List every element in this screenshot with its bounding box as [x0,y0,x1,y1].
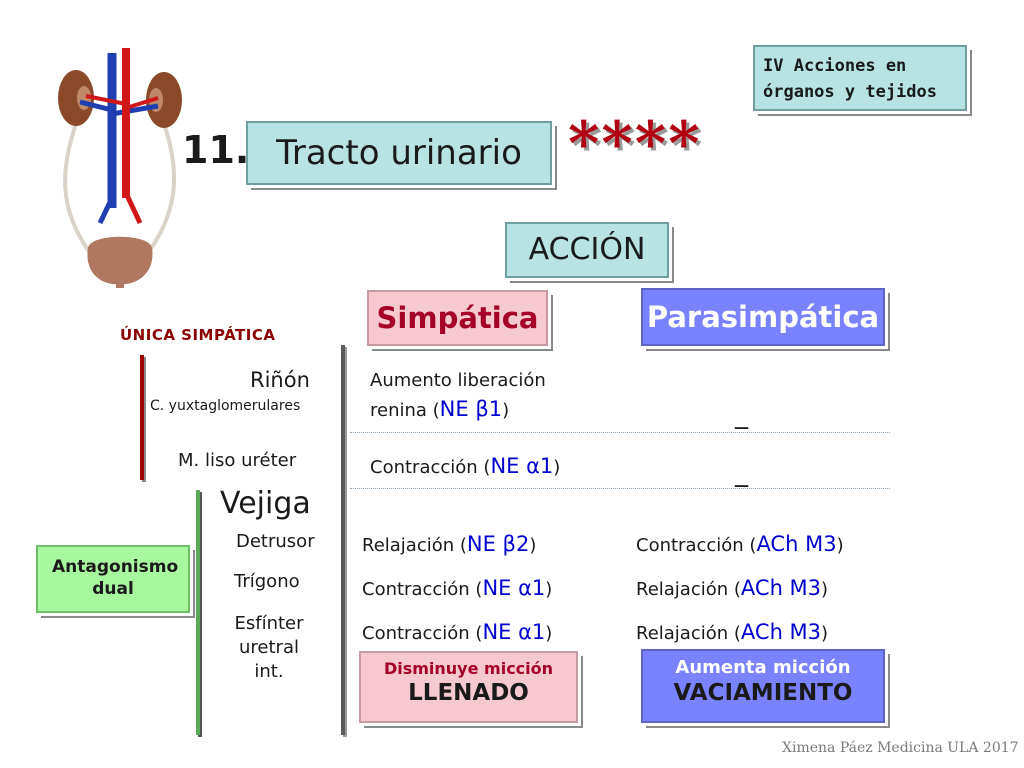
trigono-simp: Contracción (NE α1) [362,576,552,600]
para-summary-box: Aumenta micción VACIAMIENTO [641,649,885,723]
detrusor-simp-pre: Relajación ( [362,535,467,556]
detrusor-simp: Relajación (NE β2) [362,532,536,556]
simp-summary-top: Disminuye micción [383,659,554,678]
title-box: Tracto urinario [246,121,552,185]
ureter-simp-pre: Contracción ( [370,457,491,478]
credit: Ximena Páez Medicina ULA 2017 [782,740,1019,756]
row-separator [350,432,890,433]
antagonismo-label: Antagonismo dual [52,557,179,599]
parasimpatica-header-box: Parasimpática [641,288,885,346]
organ-vejiga: Vejiga [220,486,311,521]
column-divider-line [341,345,345,735]
accion-box: ACCIÓN [505,222,669,278]
trigono-simp-pre: Contracción ( [362,579,483,600]
organ-ureter: M. liso uréter [178,450,297,471]
rinon-simp-pre: renina ( [370,400,440,421]
rinon-para-dash: _ [735,400,748,430]
ureter-simp: Contracción (NE α1) [370,454,560,478]
trigono-para: Relajación (ACh M3) [636,576,828,600]
para-summary-bottom: VACIAMIENTO [673,680,853,706]
ureter-para-dash: _ [735,458,748,488]
ureter-simp-post: ) [553,457,561,478]
simpatica-header-box: Simpática [367,290,548,346]
detrusor-simp-ne: NE β2 [466,532,530,556]
trigono-simp-ne: NE α1 [482,576,546,600]
esfinter-simp: Contracción (NE α1) [362,620,552,644]
section-number: 11. [182,128,250,172]
trigono-simp-post: ) [545,579,553,600]
parasimpatica-header: Parasimpática [646,300,880,334]
trigono-para-post: ) [821,579,829,600]
section-label-box: IV Acciones en órganos y tejidos [753,45,967,111]
unica-simpatica-label: ÚNICA SIMPÁTICA [120,326,276,344]
simp-summary-box: Disminuye micción LLENADO [359,651,578,723]
detrusor-para-pre: Contracción ( [636,535,757,556]
page-title: Tracto urinario [276,133,522,173]
para-summary-top: Aumenta micción [675,657,851,678]
rinon-simp-ne: NE β1 [439,397,503,421]
unica-simpatica-line [140,355,144,480]
rinon-simp-line2: renina (NE β1) [370,397,509,421]
importance-stars: **** [568,109,702,179]
detrusor-para-ach: ACh M3 [756,532,837,556]
esfinter-simp-pre: Contracción ( [362,623,483,644]
esfinter-para-ach: ACh M3 [740,620,822,644]
organ-esfinter: Esfínter uretral int. [234,613,304,682]
antagonismo-box: Antagonismo dual [36,545,190,613]
trigono-para-ach: ACh M3 [740,576,822,600]
esfinter-para: Relajación (ACh M3) [636,620,828,644]
detrusor-para-post: ) [836,535,844,556]
simpatica-header: Simpática [376,301,539,335]
esfinter-para-pre: Relajación ( [636,623,741,644]
rinon-simp-line1: Aumento liberación [370,370,546,391]
esfinter-simp-post: ) [545,623,553,644]
detrusor-para: Contracción (ACh M3) [636,532,844,556]
trigono-para-pre: Relajación ( [636,579,741,600]
organ-trigono: Trígono [234,571,300,592]
organ-detrusor: Detrusor [236,531,315,552]
detrusor-simp-post: ) [529,535,537,556]
row-separator [350,488,890,489]
rinon-simp-post: ) [502,400,510,421]
section-label: IV Acciones en órganos y tejidos [763,56,937,102]
antagonismo-line [196,490,200,735]
accion-label: ACCIÓN [528,232,646,267]
kidney-bladder-illustration [58,48,182,288]
simp-summary-bottom: LLENADO [408,680,529,706]
esfinter-para-post: ) [821,623,829,644]
esfinter-simp-ne: NE α1 [482,620,546,644]
organ-rinon-sub: C. yuxtaglomerulares [150,398,301,414]
organ-rinon: Riñón [250,368,310,392]
ureter-simp-ne: NE α1 [490,454,554,478]
